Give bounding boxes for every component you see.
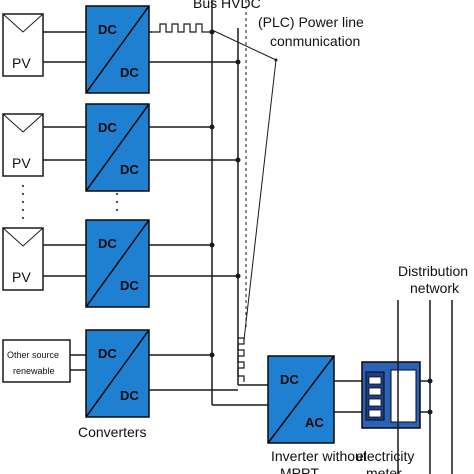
pv-label-3: PV [12, 269, 31, 285]
inverter-bottom-label: AC [305, 415, 324, 430]
pv-sun-icon [2, 227, 44, 247]
pv-label-1: PV [12, 55, 31, 71]
converter-1-bottom-label: DC [120, 65, 139, 80]
plc-pointer-1 [211, 29, 277, 61]
plc-pointer-2 [243, 59, 277, 341]
distribution-network-lines [397, 300, 453, 474]
converter-3-bottom-label: DC [120, 278, 139, 293]
pv-sun-icon [2, 113, 44, 133]
distribution-network-line2: network [410, 280, 460, 296]
inverter: DC AC [267, 355, 335, 444]
converter-2-bottom-label: DC [120, 162, 139, 177]
hvdc-bus-lines [211, 0, 268, 406]
pv-label-2: PV [12, 155, 31, 171]
inverter-caption-line2: MPPT [280, 465, 319, 474]
bus-hvdc-label: Bus HVDC [193, 0, 261, 11]
pv-panel-2 [2, 113, 44, 177]
pv-sun-icon [2, 13, 44, 33]
other-source-line1: Other source [7, 350, 59, 360]
meter-digit [368, 409, 382, 418]
meter-caption-line1: electricity [356, 448, 414, 464]
plc-pointer-origin [274, 58, 278, 62]
other-source-line2: renewable [13, 366, 55, 376]
other-source-box [2, 339, 71, 383]
pv-row-3: PV DC DC [2, 219, 241, 308]
pv-panel-3 [2, 227, 44, 291]
meter-digit [368, 398, 382, 407]
plc-label-line2: conmunication [270, 33, 360, 49]
electricity-meter [361, 361, 421, 429]
meter-digit [368, 376, 382, 385]
inverter-top-label: DC [280, 372, 299, 387]
continuation-dots [22, 185, 118, 219]
converter-4-bottom-label: DC [120, 388, 139, 403]
plc-waveform-top [152, 23, 212, 33]
other-source-row: Other source renewable DC DC [2, 329, 238, 418]
pv-row-2: PV DC DC [2, 103, 241, 192]
meter-digit [368, 387, 382, 396]
pv-row-1: PV DC DC [2, 5, 241, 94]
plc-label-line1: (PLC) Power line [258, 14, 364, 30]
pv-panel-1 [2, 13, 44, 77]
converter-2-top-label: DC [98, 120, 117, 135]
converter-1-top-label: DC [98, 22, 117, 37]
plc-waveform-bottom [237, 337, 245, 382]
converter-3-top-label: DC [98, 236, 117, 251]
meter-window [390, 369, 417, 423]
plc-pointers [211, 29, 277, 341]
converter-4-top-label: DC [98, 346, 117, 361]
meter-caption-line2: meter [366, 465, 402, 474]
distribution-network-line1: Distribution [398, 263, 468, 279]
inverter-caption-line1: Inverter without [271, 448, 367, 464]
converters-label: Converters [78, 424, 146, 440]
